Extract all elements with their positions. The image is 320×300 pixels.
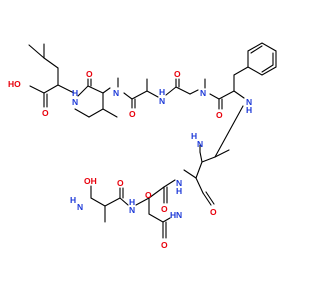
leu-amide-h-label: H — [72, 88, 78, 98]
ala-carbonyl-oxygen-label: O — [129, 109, 136, 119]
phe-amide-h-label: H — [246, 105, 252, 115]
leu-amide-n-label: N — [72, 97, 78, 107]
gly-carbonyl-oxygen-label: O — [174, 69, 181, 79]
phe-carbonyl-oxygen-label: O — [216, 110, 223, 120]
asn1-amide-h2-label: H — [191, 131, 197, 141]
ile-methyl-n-label: N — [113, 88, 119, 98]
asn2-carbonyl-oxygen-label: O — [161, 204, 168, 214]
ser-hydroxyl-label: OH — [84, 176, 97, 186]
ser-amine-n-label: N — [77, 202, 83, 212]
asn2-extra-oxygen-label: O — [145, 190, 152, 200]
ser-amide-h-label: H — [129, 197, 135, 207]
ser-amide-n-label: N — [129, 205, 135, 215]
bond-lines — [28, 42, 277, 239]
molecule-canvas: HO O H N O N O H N O N O N H H N O N H O… — [8, 42, 277, 250]
acid-oxygen-label: O — [42, 108, 49, 118]
peptide-structure-diagram: HO O H N O N O H N O N O N H H N O N H O… — [8, 42, 277, 250]
ser-amine-h-label: H — [70, 195, 76, 205]
ala-amide-h-label: H — [159, 87, 165, 97]
asn1-backbone-oxygen-label: O — [210, 207, 217, 217]
hydroxyl-label: HO — [8, 79, 21, 89]
atom-labels: HO O H N O N O H N O N O N H H N O N H O… — [8, 69, 252, 250]
ala-amide-n-label: N — [159, 96, 165, 106]
asn2-side-h2-label: H — [170, 210, 176, 220]
ser-carbonyl-oxygen-label: O — [117, 178, 124, 188]
phe-amide-n-label: N — [246, 97, 252, 107]
asn1-amide-n-label: N — [197, 139, 203, 149]
asn2-amide-h-label: H — [176, 186, 182, 196]
ile-carbonyl-oxygen-label: O — [86, 69, 93, 79]
gly-methyl-n-label: N — [200, 88, 206, 98]
asn2-amide-n-label: N — [176, 178, 182, 188]
asn2-side-oxygen-label: O — [161, 240, 168, 250]
asn2-side-n-label: N — [176, 210, 182, 220]
